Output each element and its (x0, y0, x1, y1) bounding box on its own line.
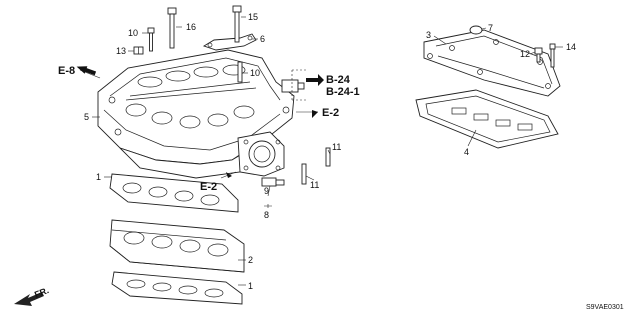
callout-6: 6 (260, 34, 265, 44)
callout-11-top: 11 (332, 142, 341, 152)
callout-3: 3 (426, 30, 431, 40)
stud-11-left (301, 163, 307, 185)
callout-9: 9 (264, 186, 269, 196)
callout-1-top: 1 (96, 172, 101, 182)
callout-1-bottom: 1 (248, 281, 253, 291)
sensor-9 (261, 177, 285, 187)
ref-e2-left: E-2 (200, 181, 217, 193)
bolt-16 (167, 7, 177, 49)
callout-11-bottom: 11 (310, 180, 319, 190)
front-direction-label: FR. (33, 285, 50, 300)
ref-e8: E-8 (58, 65, 75, 77)
callout-12: 12 (520, 49, 530, 59)
callout-15: 15 (248, 12, 258, 22)
callout-14: 14 (566, 42, 576, 52)
callout-4: 4 (464, 147, 469, 157)
callout-2: 2 (248, 255, 253, 265)
cover-gasket-4 (415, 89, 559, 149)
front-direction-arrow (14, 292, 44, 306)
ref-e2-right: E-2 (322, 107, 339, 119)
bolt-14 (549, 43, 556, 68)
cap-7 (469, 25, 483, 35)
lower-manifold-2 (109, 219, 245, 273)
ref-b24: B-24 (326, 74, 351, 86)
callout-10-top: 10 (128, 28, 138, 38)
gasket-1-top (109, 173, 239, 213)
stud-10-mid (237, 61, 243, 83)
callout-10-mid: 10 (250, 68, 260, 78)
callout-5: 5 (84, 112, 89, 122)
bolt-12 (534, 47, 543, 63)
manifold-cover-3 (423, 29, 561, 97)
ref-b24-1: B-24-1 (326, 86, 360, 98)
intake-manifold (97, 49, 295, 179)
callout-8: 8 (264, 210, 269, 220)
callout-13: 13 (116, 46, 126, 56)
bolt-15 (232, 5, 242, 43)
stud-11-right (325, 147, 331, 167)
reference-arrows (76, 66, 324, 178)
nut-13 (133, 46, 144, 55)
bolt-10-top (147, 27, 155, 52)
diagram-code: S9VAE0301 (586, 304, 624, 311)
gasket-1-bottom (111, 271, 243, 305)
manifold-bracket (202, 33, 257, 51)
callout-16: 16 (186, 22, 196, 32)
callout-7: 7 (488, 23, 493, 33)
vacuum-connector (281, 69, 306, 101)
